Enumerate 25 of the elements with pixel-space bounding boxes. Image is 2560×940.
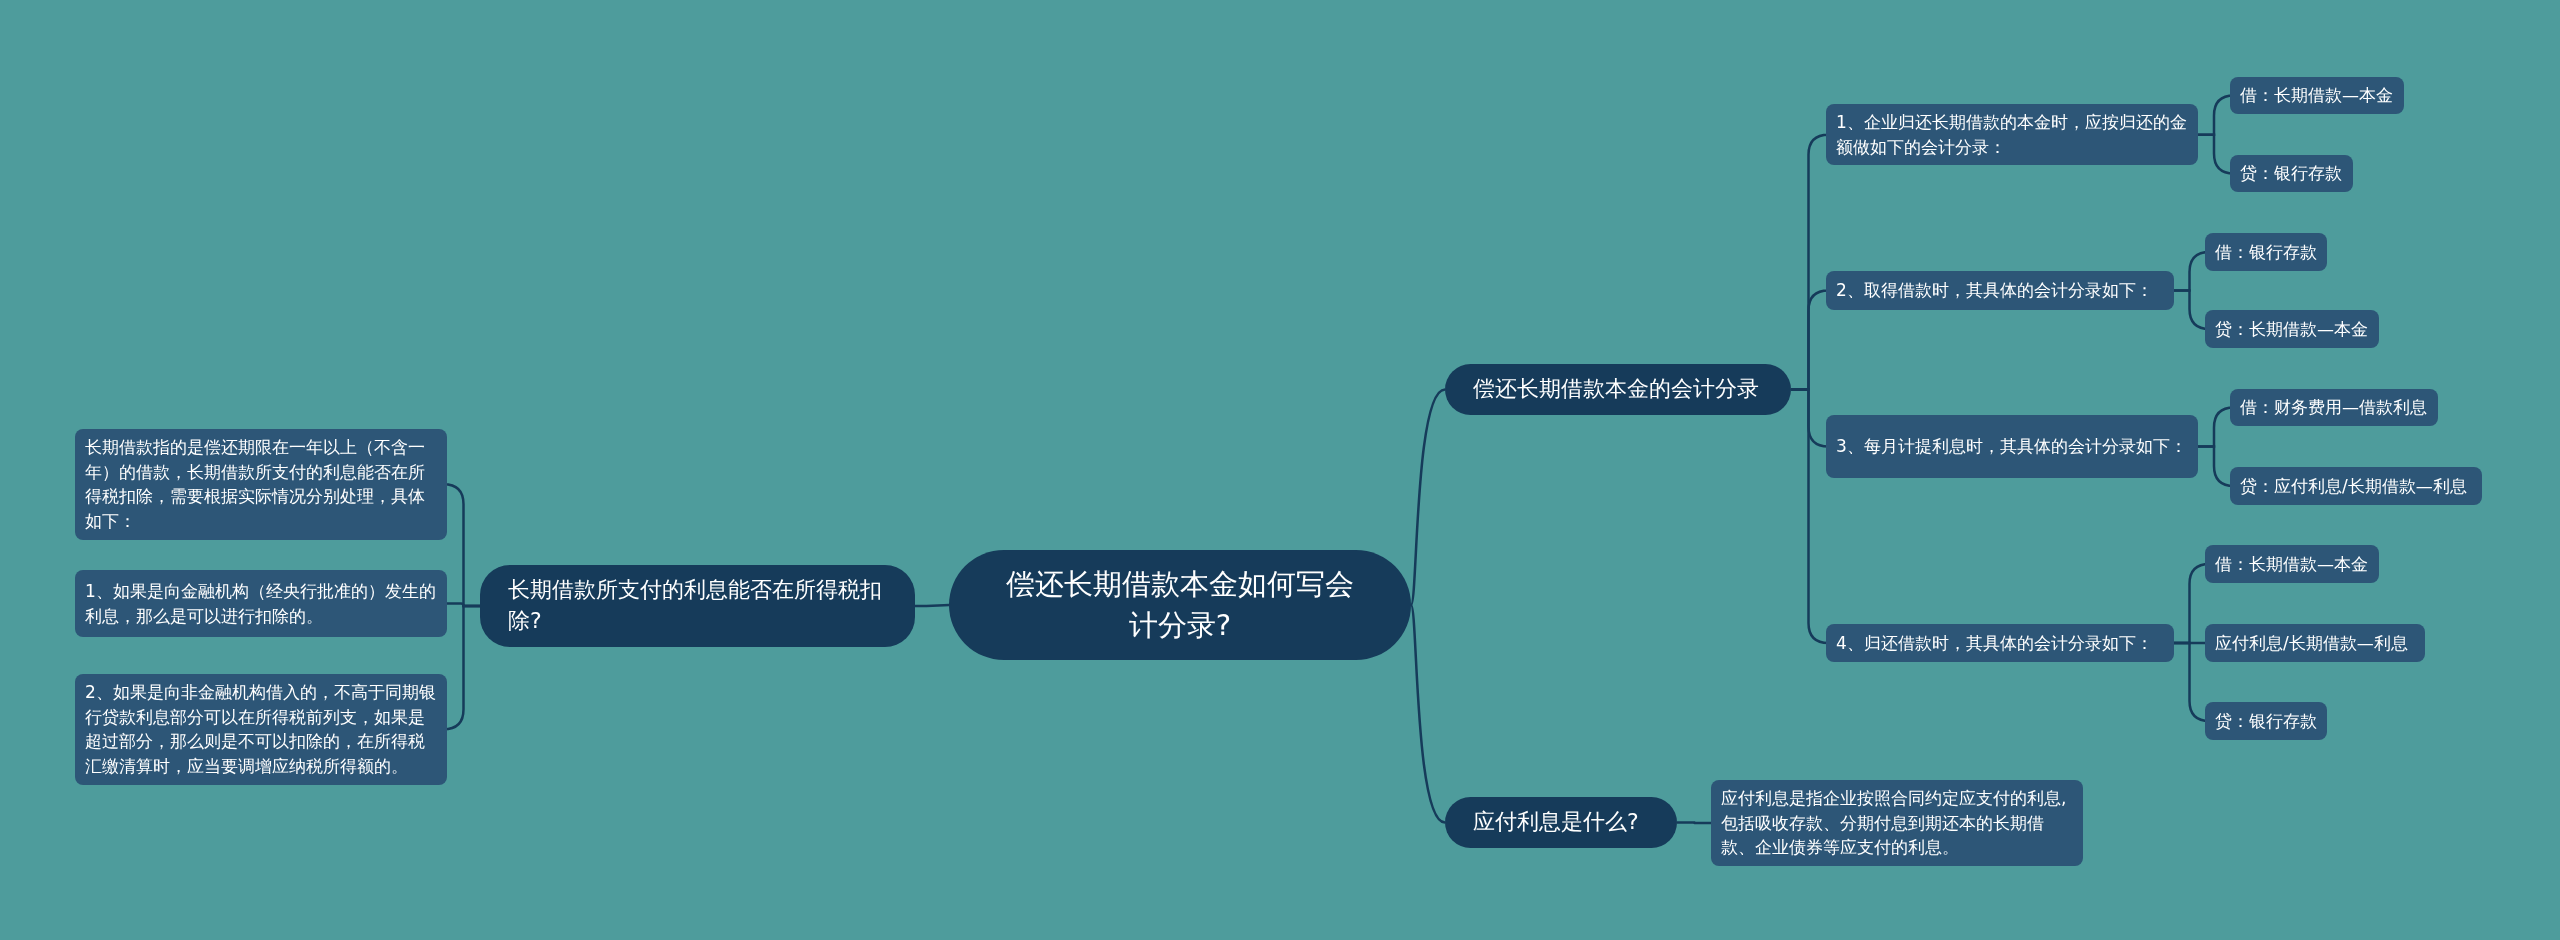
connector-line bbox=[1409, 388, 1446, 606]
note-box: 借：长期借款—本金 bbox=[2205, 545, 2379, 583]
note-box: 2、取得借款时，其具体的会计分录如下： bbox=[1826, 271, 2174, 310]
note-box: 应付利息是指企业按照合同约定应支付的利息,包括吸收存款、分期付息到期还本的长期借款、企业债券等应支付的利息。 bbox=[1711, 780, 2083, 866]
topic-bubble: 长期借款所支付的利息能否在所得税扣除? bbox=[480, 565, 915, 647]
note-box: 应付利息/长期借款—利息 bbox=[2205, 624, 2425, 662]
topic-bubble: 应付利息是什么? bbox=[1445, 797, 1677, 848]
note-box: 1、企业归还长期借款的本金时，应按归还的金额做如下的会计分录： bbox=[1826, 104, 2198, 166]
note-box: 2、如果是向非金融机构借入的，不高于同期银行贷款利息部分可以在所得税前列支，如果是超过部分，那么则是不可以扣除的，在所得税汇缴清算时，应当要调增应纳税所得额的。 bbox=[75, 674, 447, 785]
note-box: 借：银行存款 bbox=[2205, 233, 2327, 271]
connector-line bbox=[915, 603, 950, 608]
note-box: 借：长期借款—本金 bbox=[2230, 77, 2404, 114]
connector-line bbox=[1677, 821, 1711, 825]
note-box: 1、如果是向金融机构（经央行批准的）发生的利息，那么是可以进行扣除的。 bbox=[75, 570, 447, 637]
central-topic: 偿还长期借款本金如何写会计分录? bbox=[949, 550, 1411, 660]
note-box: 贷：长期借款—本金 bbox=[2205, 310, 2379, 348]
note-box: 贷：银行存款 bbox=[2230, 155, 2353, 192]
note-box: 长期借款指的是偿还期限在一年以上（不含一年）的借款，长期借款所支付的利息能否在所得税扣除，需要根据实际情况分别处理，具体如下： bbox=[75, 429, 447, 540]
note-box: 4、归还借款时，其具体的会计分录如下： bbox=[1826, 624, 2174, 662]
connector-line bbox=[1409, 604, 1446, 824]
note-box: 3、每月计提利息时，其具体的会计分录如下： bbox=[1826, 415, 2198, 478]
note-box: 贷：应付利息/长期借款—利息 bbox=[2230, 467, 2482, 505]
topic-bubble: 偿还长期借款本金的会计分录 bbox=[1445, 364, 1791, 415]
note-box: 贷：银行存款 bbox=[2205, 702, 2327, 740]
note-box: 借：财务费用—借款利息 bbox=[2230, 389, 2438, 426]
